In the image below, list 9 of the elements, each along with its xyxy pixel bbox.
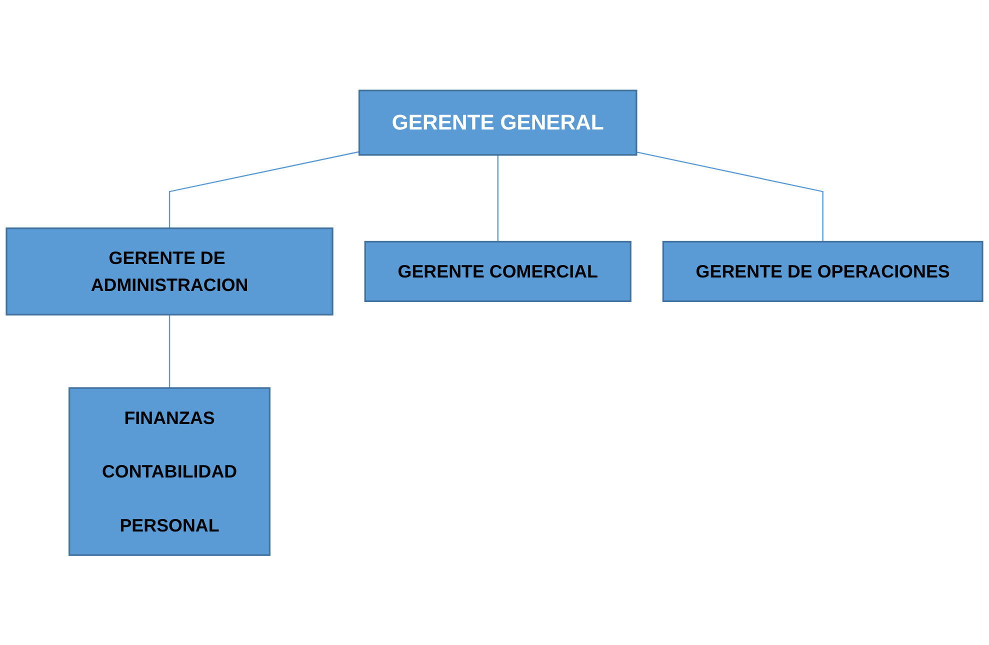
node-box: GERENTE DE ADMINISTRACION xyxy=(6,227,334,316)
connector xyxy=(168,314,170,388)
node-box: GERENTE DE OPERACIONES xyxy=(662,240,984,302)
connector xyxy=(168,150,360,228)
connector xyxy=(636,151,824,242)
node-box: GERENTE GENERAL xyxy=(358,89,638,156)
node-box: FINANZAS CONTABILIDAD PERSONAL xyxy=(68,386,271,556)
connector xyxy=(497,154,498,242)
node-box: GERENTE COMERCIAL xyxy=(364,240,632,302)
